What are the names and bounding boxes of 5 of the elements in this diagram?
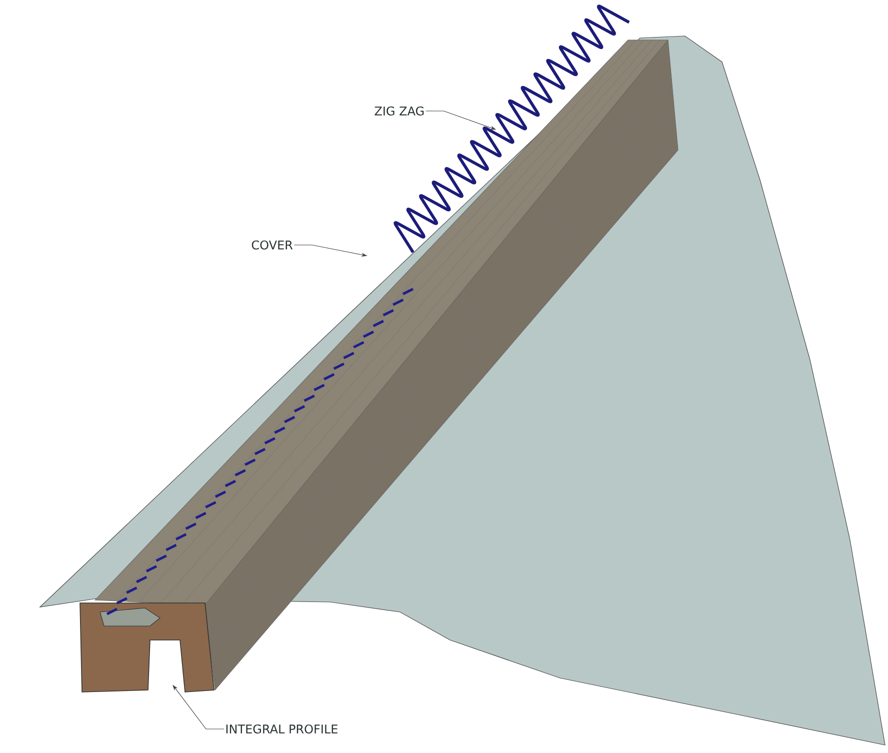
part-label: INTEGRAL PROFILE <box>226 724 338 734</box>
part-label: ZIG ZAG <box>374 106 424 116</box>
zigzag-spring-drawing <box>394 4 630 254</box>
part-label: COVER <box>252 240 293 250</box>
profile-drawing <box>80 40 678 692</box>
